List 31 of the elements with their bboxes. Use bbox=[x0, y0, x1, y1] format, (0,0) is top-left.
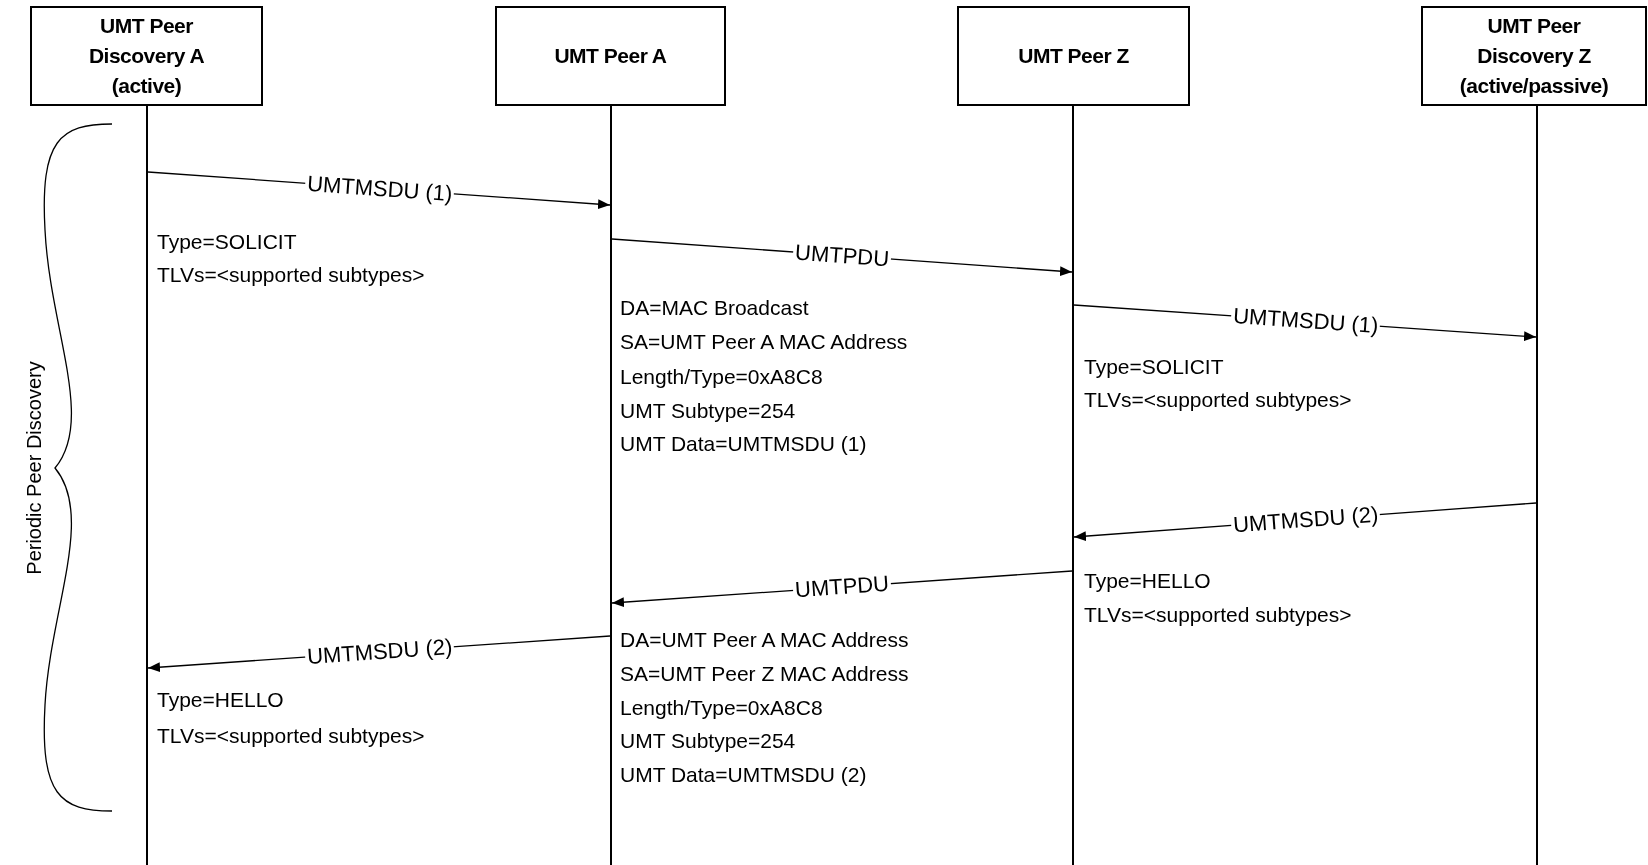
message-field: Type=SOLICIT bbox=[1084, 355, 1224, 379]
message-field: DA=UMT Peer A MAC Address bbox=[620, 628, 909, 652]
message-field: TLVs=<supported subtypes> bbox=[157, 263, 425, 287]
message-field: Length/Type=0xA8C8 bbox=[620, 365, 823, 389]
participant-name: UMT Peer Discovery Z (active/passive) bbox=[1458, 13, 1610, 99]
message-field: Type=HELLO bbox=[1084, 569, 1211, 593]
message-field: Type=HELLO bbox=[157, 688, 284, 712]
lifeline bbox=[610, 106, 612, 865]
lifeline bbox=[146, 106, 148, 865]
participant-name: UMT Peer Z bbox=[1018, 43, 1129, 69]
message-field: TLVs=<supported subtypes> bbox=[1084, 388, 1352, 412]
message-field: SA=UMT Peer A MAC Address bbox=[620, 330, 908, 354]
participant-name: UMT Peer A bbox=[554, 43, 667, 69]
message-field: UMT Subtype=254 bbox=[620, 729, 796, 753]
participant-box bbox=[1421, 6, 1647, 106]
participant-name: UMT Peer Discovery A (active) bbox=[87, 13, 206, 99]
message-field: UMT Subtype=254 bbox=[620, 399, 796, 423]
lifeline bbox=[1072, 106, 1074, 865]
message-field: UMT Data=UMTMSDU (2) bbox=[620, 763, 867, 787]
message-field: Length/Type=0xA8C8 bbox=[620, 696, 823, 720]
message-field: TLVs=<supported subtypes> bbox=[157, 724, 425, 748]
message-field: SA=UMT Peer Z MAC Address bbox=[620, 662, 909, 686]
message-field: UMT Data=UMTMSDU (1) bbox=[620, 432, 867, 456]
group-label: Periodic Peer Discovery bbox=[22, 361, 46, 575]
participant-box bbox=[957, 6, 1190, 106]
message-field: DA=MAC Broadcast bbox=[620, 296, 809, 320]
participant-box bbox=[30, 6, 263, 106]
participant-box bbox=[495, 6, 726, 106]
message-field: TLVs=<supported subtypes> bbox=[1084, 603, 1352, 627]
lifeline bbox=[1536, 106, 1538, 865]
message-field: Type=SOLICIT bbox=[157, 230, 297, 254]
